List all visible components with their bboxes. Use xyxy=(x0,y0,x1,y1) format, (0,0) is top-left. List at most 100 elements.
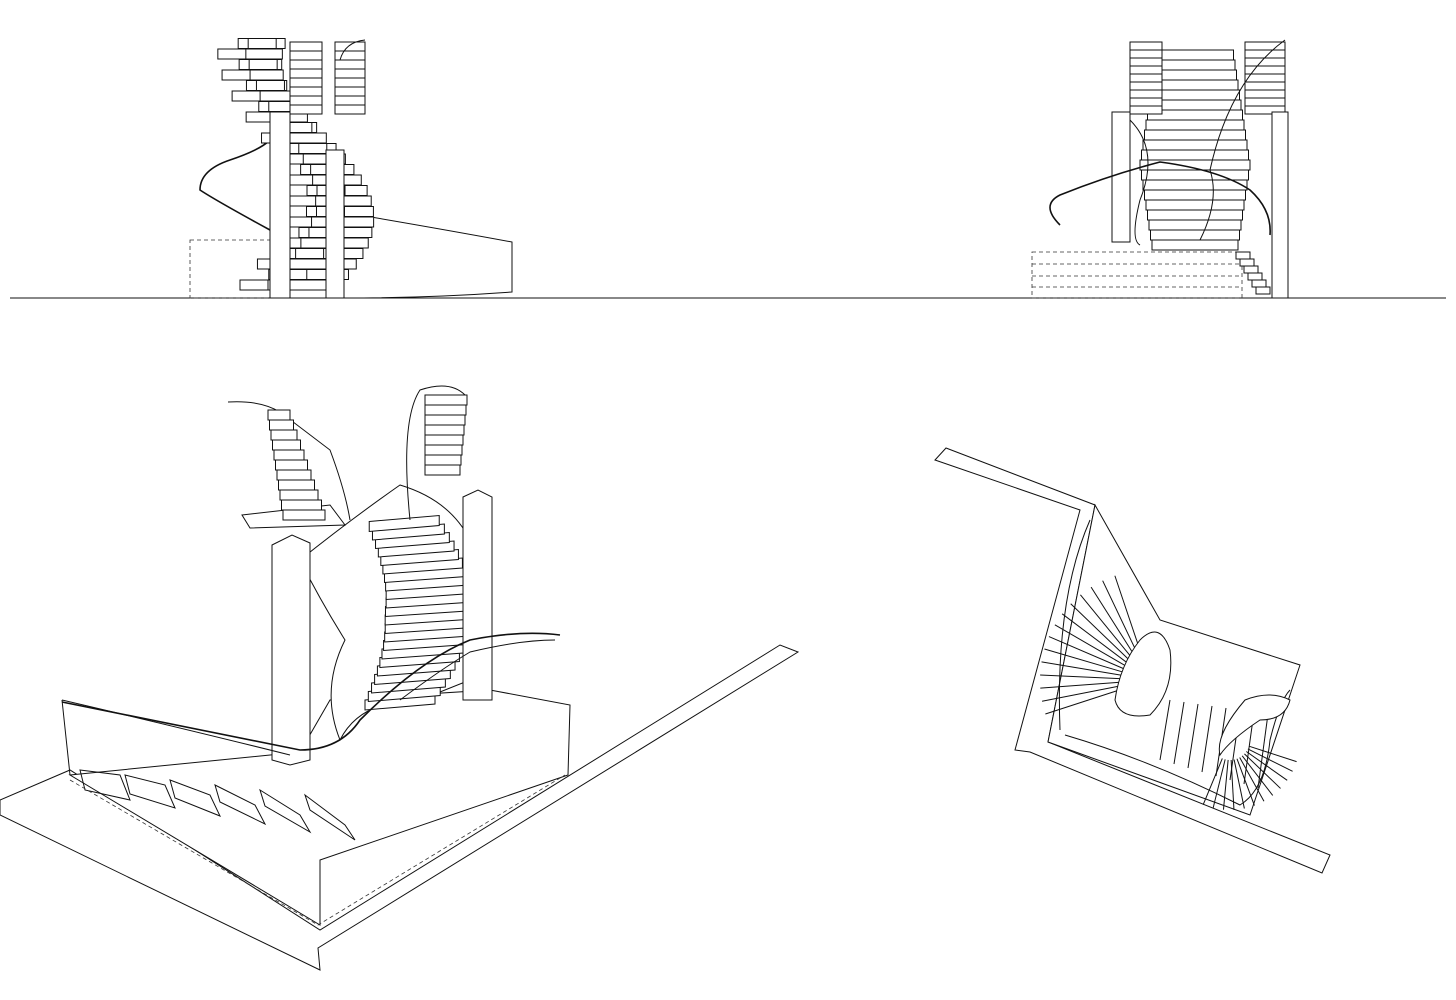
plan-tread-line xyxy=(1044,648,1127,674)
stair-tread xyxy=(1151,79,1239,91)
plan-tread-line xyxy=(1061,613,1131,666)
plan-tread-line xyxy=(1054,624,1129,668)
column-left xyxy=(269,111,291,299)
plan-tread-line xyxy=(1045,687,1127,715)
stair-tread xyxy=(298,143,328,154)
fin xyxy=(272,439,301,451)
plan-tread-line xyxy=(1041,661,1126,677)
column-left xyxy=(271,534,311,766)
side-elevation-view xyxy=(1031,39,1289,299)
stair-tread xyxy=(334,50,366,61)
stringer-curve xyxy=(1129,119,1149,246)
stair-tread xyxy=(1150,89,1240,101)
stair-tread xyxy=(1129,97,1163,107)
stair-tread xyxy=(1144,189,1246,201)
fin xyxy=(279,489,319,501)
plan-tread-line xyxy=(1239,757,1265,802)
plan-tread-line xyxy=(1187,703,1199,769)
stair-tread xyxy=(1142,139,1248,151)
stair-tread xyxy=(1129,41,1163,51)
stair-tread xyxy=(221,69,251,81)
plan-tread-line xyxy=(1159,699,1171,761)
fin xyxy=(281,499,322,511)
stair-tread xyxy=(239,279,269,291)
plan-tread-line xyxy=(1257,713,1269,789)
stair-tread xyxy=(1150,229,1240,241)
stair-tread xyxy=(1129,73,1163,83)
top-curve xyxy=(339,39,366,61)
stair-tread xyxy=(259,788,312,834)
column-right xyxy=(1271,111,1289,299)
fin xyxy=(267,409,291,421)
tower-left-top xyxy=(227,401,351,521)
fin xyxy=(424,444,463,456)
stair-tread xyxy=(1244,41,1286,51)
spiral-right xyxy=(1218,694,1291,757)
fin xyxy=(424,434,464,446)
stair-tread xyxy=(1151,239,1239,251)
fin xyxy=(424,454,462,466)
fin xyxy=(276,469,312,481)
stair-tread xyxy=(1129,65,1163,75)
handrail xyxy=(199,139,271,231)
stringer-curve xyxy=(1199,39,1286,241)
plan-tread-line xyxy=(1201,705,1213,773)
plan-view xyxy=(934,447,1331,874)
stair-tread xyxy=(1244,81,1286,91)
railing-wall xyxy=(61,699,291,776)
fin xyxy=(424,394,468,406)
stair-tread xyxy=(1251,279,1267,288)
fin xyxy=(278,479,315,491)
column-right xyxy=(325,149,345,299)
stair-tread xyxy=(1145,199,1245,211)
plan-tread-line xyxy=(1173,701,1185,765)
stair-tread xyxy=(1129,81,1163,91)
stair-tread xyxy=(334,59,366,70)
handrail xyxy=(1049,161,1271,236)
stair-tread xyxy=(255,80,285,91)
fin xyxy=(273,449,305,461)
plan-tread-line xyxy=(1040,674,1126,680)
plan-tread-line xyxy=(1048,636,1128,671)
stair-tread xyxy=(289,86,323,97)
stair-tread xyxy=(1148,99,1242,111)
stair-tread xyxy=(1144,129,1246,141)
spiral-left xyxy=(1114,631,1172,717)
fin xyxy=(424,404,467,416)
stair-tread xyxy=(79,769,131,801)
tower-right-top xyxy=(406,385,466,521)
plan-tread-line xyxy=(1040,681,1126,689)
front-stair-treads xyxy=(217,38,375,291)
stair-tread xyxy=(1244,89,1286,99)
plan-tread-line xyxy=(1070,603,1133,664)
handrail xyxy=(399,639,556,701)
stair-tread xyxy=(295,248,325,259)
plan-tread-line xyxy=(1244,753,1281,789)
plan-tread-line xyxy=(1212,759,1226,809)
fin xyxy=(269,419,294,431)
stair-tread xyxy=(1247,272,1263,281)
stair-tread xyxy=(1235,251,1251,260)
stair-tread xyxy=(214,784,267,826)
stair-tread xyxy=(248,59,278,70)
fin xyxy=(424,424,465,436)
stair-tread xyxy=(1141,169,1249,181)
stair-tread xyxy=(1156,49,1234,61)
fin xyxy=(270,429,298,441)
stair-tread xyxy=(289,95,323,106)
stair-tread xyxy=(368,514,440,533)
plan-tread-line xyxy=(1080,594,1135,661)
axonometric-view xyxy=(0,385,800,971)
stair-tread xyxy=(1129,57,1163,67)
column-right xyxy=(462,489,493,701)
plan-tread-line xyxy=(1102,580,1140,658)
platform xyxy=(1031,251,1243,299)
plan-tread-line xyxy=(1222,759,1229,810)
stair-tread xyxy=(1244,105,1286,115)
fin xyxy=(275,459,308,471)
column-left xyxy=(1111,111,1131,243)
stair-tread xyxy=(334,41,366,52)
stair-tread xyxy=(1239,258,1255,267)
stair-tread xyxy=(1244,97,1286,107)
side-stair-treads xyxy=(1129,41,1286,295)
